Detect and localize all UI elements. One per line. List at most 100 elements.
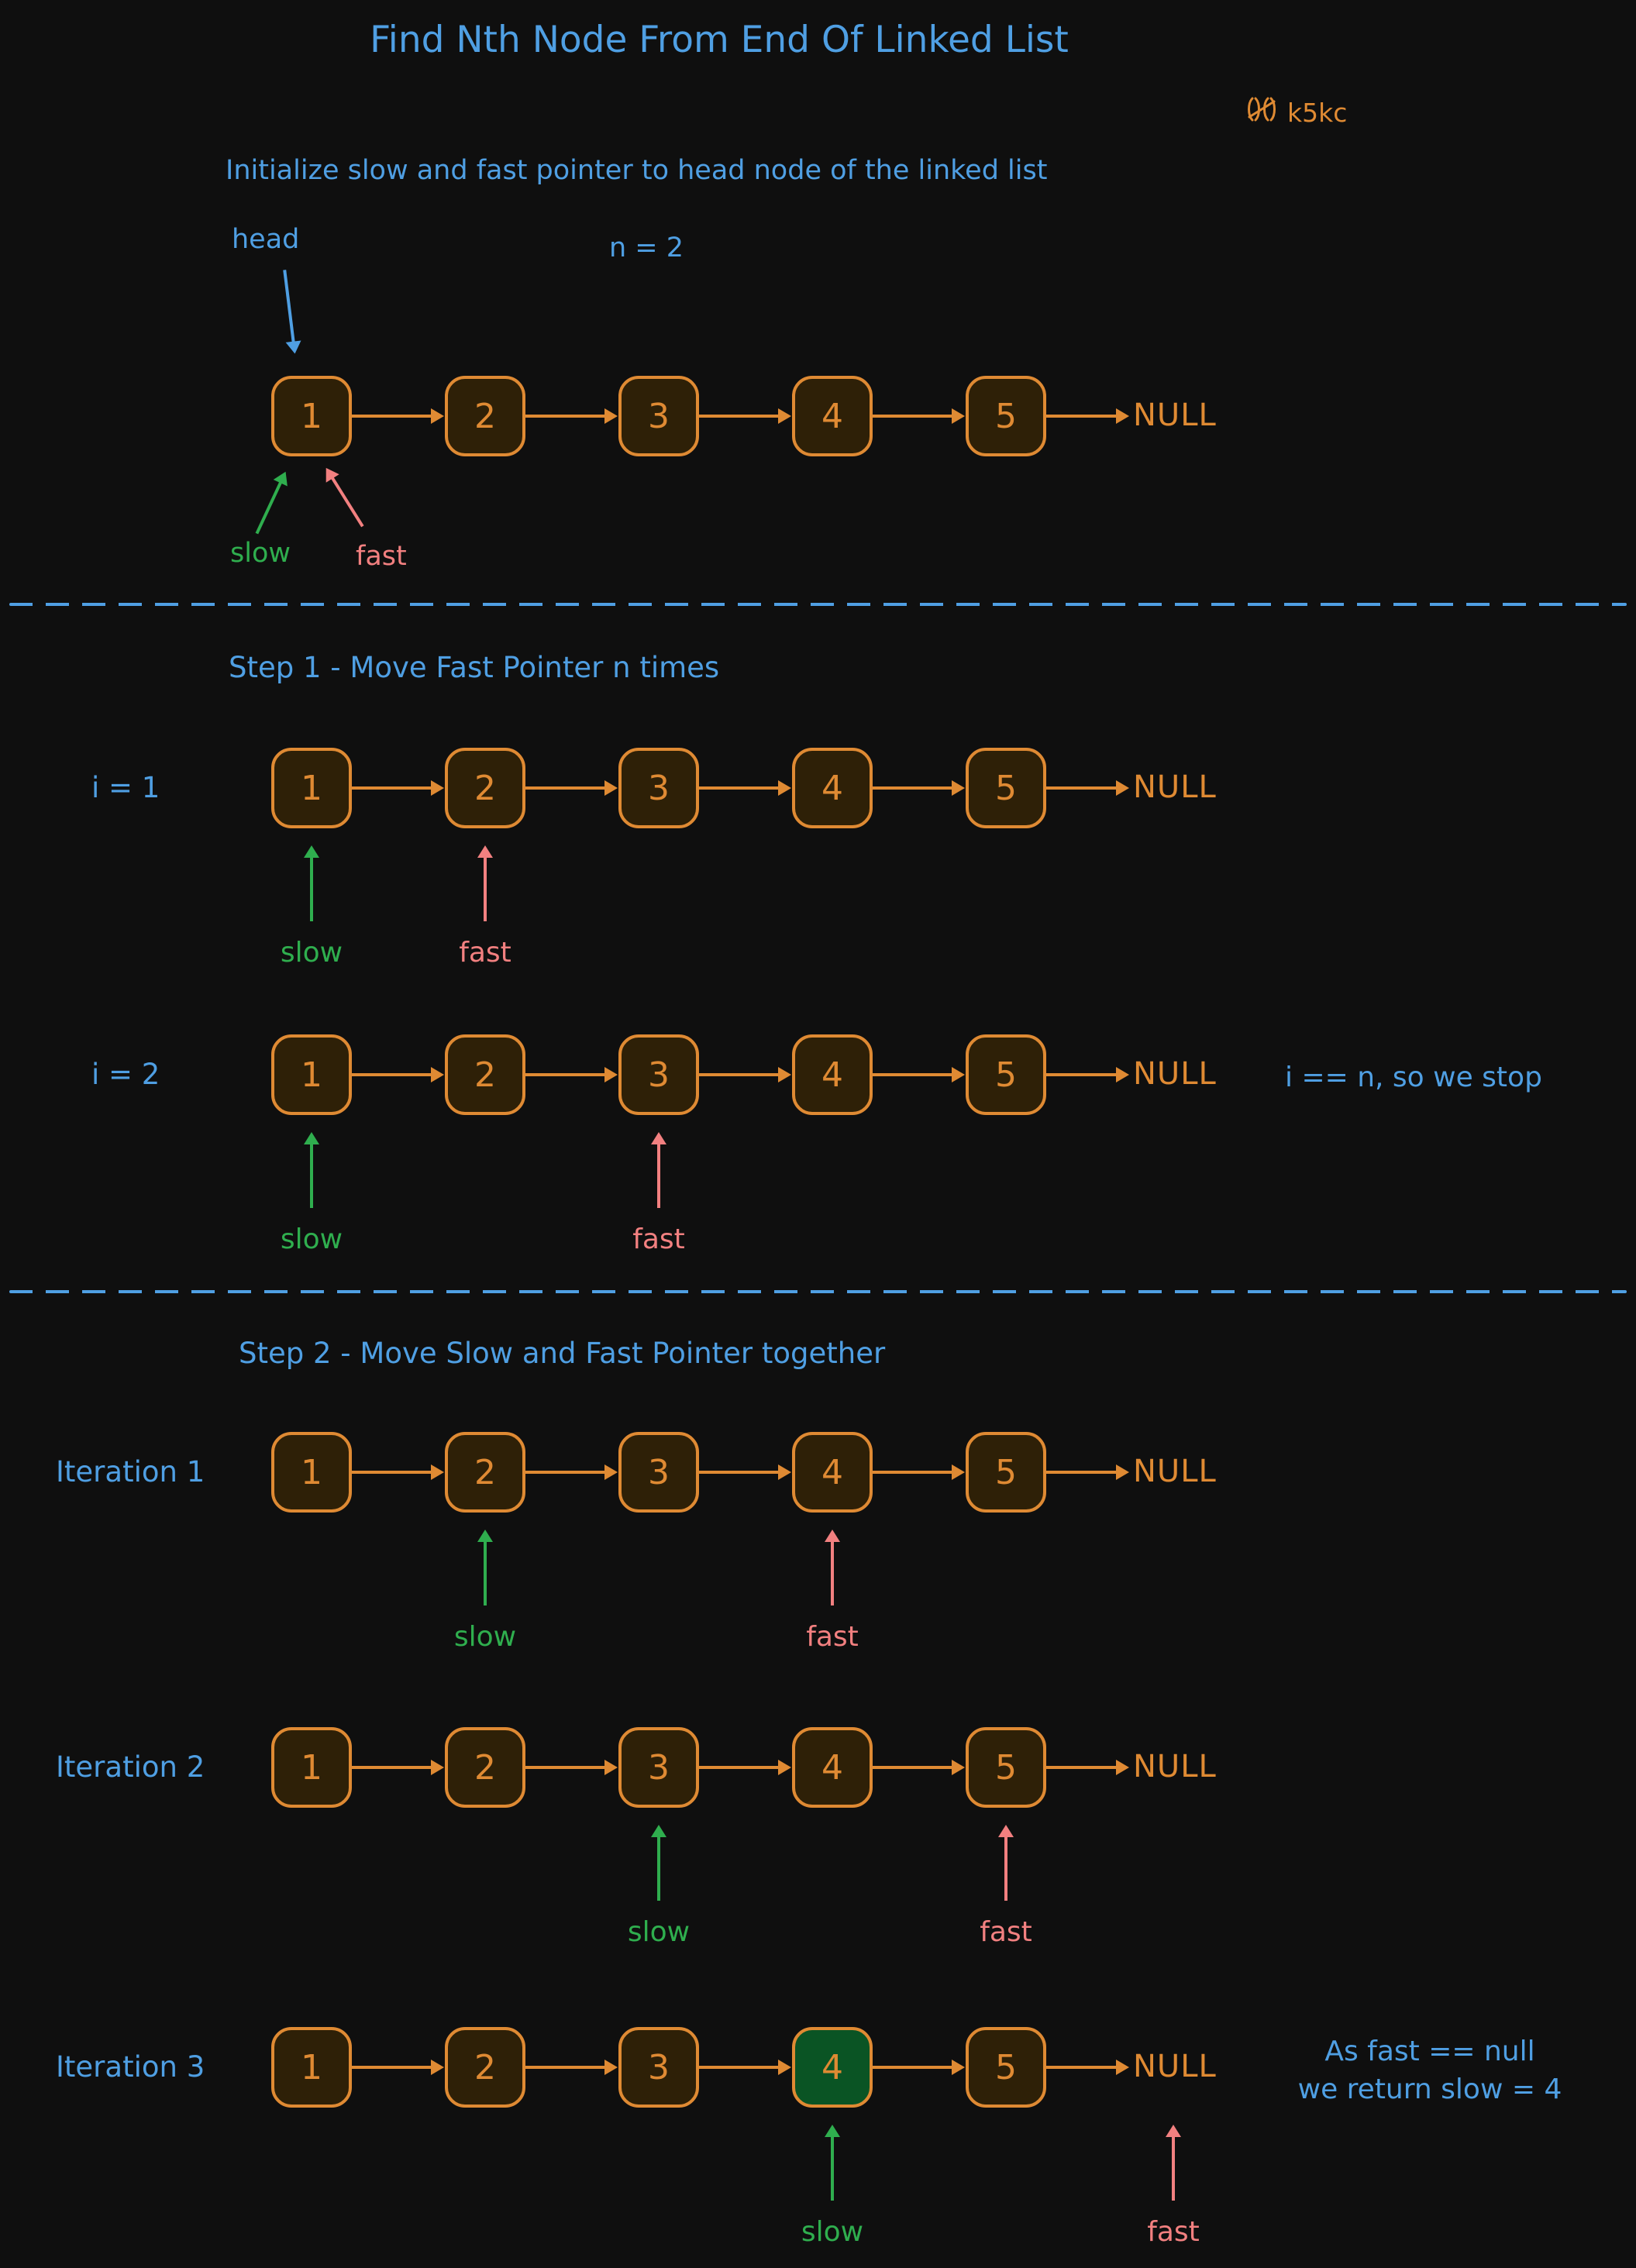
slow-pointer-arrow [304, 1132, 319, 1208]
next-pointer-arrow [873, 780, 965, 796]
fast-pointer-arrow [1166, 2125, 1181, 2201]
row-label: Iteration 1 [56, 1455, 205, 1488]
row-label: Iteration 3 [56, 2050, 205, 2084]
slow-label: slow [230, 538, 291, 569]
page-title: Find Nth Node From End Of Linked List [370, 19, 1069, 61]
list-node: 3 [618, 748, 699, 828]
slow-pointer-arrow [304, 845, 319, 921]
list-node: 4 [792, 376, 873, 456]
fast-label: fast [356, 541, 407, 572]
fast-label: fast [1147, 2216, 1200, 2248]
next-pointer-arrow [873, 408, 965, 424]
next-pointer-arrow [873, 1760, 965, 1775]
list-node: 2 [445, 2027, 525, 2108]
next-pointer-arrow [352, 408, 444, 424]
linked-list-row: Iteration 1 1 2 3 4 5 NULL slow fast [0, 1432, 1636, 1664]
brand-logo-text: k5kc [1287, 97, 1348, 128]
null-label: NULL [1133, 2049, 1217, 2084]
row-note: As fast == null we return slow = 4 [1297, 2036, 1562, 2105]
next-pointer-arrow [352, 780, 444, 796]
list-node: 2 [445, 748, 525, 828]
row-label: i = 1 [91, 771, 160, 804]
list-node: 3 [618, 1727, 699, 1808]
fast-pointer-arrow [825, 1530, 840, 1605]
slow-label: slow [280, 937, 343, 969]
next-pointer-arrow [1046, 1760, 1129, 1775]
next-pointer-arrow [699, 1067, 791, 1082]
next-pointer-arrow [699, 780, 791, 796]
next-pointer-arrow [525, 1464, 618, 1480]
list-node: 4 [792, 1432, 873, 1513]
next-pointer-arrow [1046, 2060, 1129, 2075]
null-label: NULL [1133, 1056, 1217, 1092]
list-node: 5 [966, 2027, 1046, 2108]
list-node: 1 [271, 748, 352, 828]
list-node: 3 [618, 1432, 699, 1513]
slow-label: slow [280, 1223, 343, 1255]
head-pointer-arrow [283, 270, 295, 343]
list-node: 5 [966, 1432, 1046, 1513]
row-label: i = 2 [91, 1058, 160, 1091]
dashed-divider [9, 1290, 1627, 1293]
next-pointer-arrow [699, 408, 791, 424]
null-label: NULL [1133, 1454, 1217, 1489]
next-pointer-arrow [873, 2060, 965, 2075]
next-pointer-arrow [1046, 780, 1129, 796]
next-pointer-arrow [352, 1067, 444, 1082]
next-pointer-arrow [699, 1760, 791, 1775]
next-pointer-arrow [525, 1067, 618, 1082]
list-node: 3 [618, 376, 699, 456]
next-pointer-arrow [525, 1760, 618, 1775]
list-node: 1 [271, 1727, 352, 1808]
next-pointer-arrow [1046, 408, 1129, 424]
list-node: 4 [792, 1034, 873, 1115]
next-pointer-arrow [873, 1067, 965, 1082]
next-pointer-arrow [525, 2060, 618, 2075]
slow-pointer-arrow [825, 2125, 840, 2201]
next-pointer-arrow [525, 780, 618, 796]
step2-heading: Step 2 - Move Slow and Fast Pointer toge… [239, 1337, 886, 1370]
next-pointer-arrow [1046, 1464, 1129, 1480]
head-label: head [232, 224, 300, 255]
list-node: 1 [271, 2027, 352, 2108]
next-pointer-arrow [352, 2060, 444, 2075]
list-node: 5 [966, 1034, 1046, 1115]
fast-pointer-arrow [651, 1132, 666, 1208]
list-node: 2 [445, 1034, 525, 1115]
list-node: 1 [271, 1432, 352, 1513]
brand-logo: k5kc [1244, 95, 1347, 130]
list-node: 5 [966, 376, 1046, 456]
fast-label: fast [632, 1223, 685, 1255]
next-pointer-arrow [873, 1464, 965, 1480]
next-pointer-arrow [352, 1760, 444, 1775]
dashed-divider [9, 603, 1627, 606]
list-node: 4 [792, 2027, 873, 2108]
fast-pointer-arrow [998, 1825, 1014, 1901]
k5kc-logo-icon [1244, 95, 1280, 130]
slow-label: slow [453, 1621, 517, 1653]
list-node: 3 [618, 2027, 699, 2108]
next-pointer-arrow [699, 1464, 791, 1480]
null-label: NULL [1133, 398, 1217, 433]
fast-label: fast [459, 937, 511, 969]
list-node: 3 [618, 1034, 699, 1115]
n-value-label: n = 2 [609, 232, 684, 263]
list-node: 5 [966, 1727, 1046, 1808]
intro-caption: Initialize slow and fast pointer to head… [226, 155, 1048, 186]
slow-pointer-arrow [477, 1530, 493, 1605]
fast-label: fast [980, 1916, 1032, 1948]
step1-heading: Step 1 - Move Fast Pointer n times [229, 651, 720, 684]
next-pointer-arrow [352, 1464, 444, 1480]
null-label: NULL [1133, 1749, 1217, 1784]
list-node: 2 [445, 1432, 525, 1513]
row-note: i == n, so we stop [1285, 1062, 1542, 1093]
slow-pointer-arrow [651, 1825, 666, 1901]
fast-label: fast [806, 1621, 859, 1653]
next-pointer-arrow [699, 2060, 791, 2075]
